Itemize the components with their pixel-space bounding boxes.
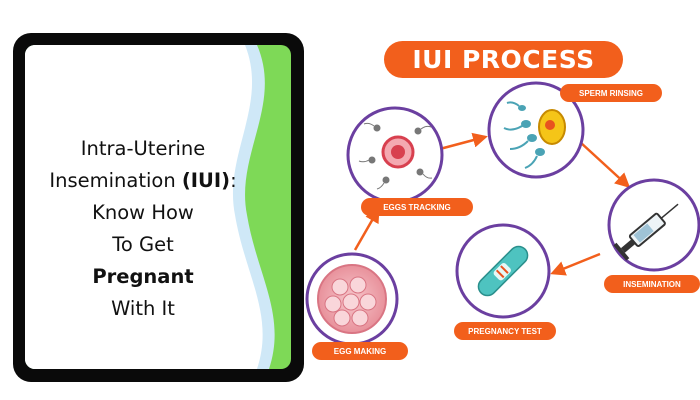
pregnancy-test-icon: [477, 245, 529, 297]
step-insemination: INSEMINATION: [604, 178, 700, 293]
egg-cells-icon: [317, 264, 387, 334]
wave-decoration: [25, 45, 275, 369]
egg-with-sperm-icon: [358, 122, 433, 190]
arrow-tracking-to-rinsing: [435, 132, 488, 152]
step-egg-making: EGG MAKING: [305, 252, 408, 360]
step-pregnancy-test: PREGNANCY TEST: [454, 223, 556, 340]
title-card-panel: Intra-Uterine Insemination (IUI): Know H…: [25, 45, 291, 369]
headline-line-3: Know How: [92, 201, 194, 224]
headline-line-4: To Get: [112, 233, 174, 256]
card-headline: Intra-Uterine Insemination (IUI): Know H…: [25, 133, 261, 325]
step-label-eggs-tracking: EGGS TRACKING: [383, 203, 451, 212]
headline-line-2-text: Insemination: [49, 169, 182, 192]
arrow-insemination-to-test: [550, 252, 601, 276]
headline-line-2: Insemination (IUI):: [25, 165, 261, 197]
diagram-title: IUI PROCESS: [384, 41, 623, 78]
arrow-egg-to-tracking: [353, 207, 380, 251]
step-eggs-tracking: EGGS TRACKING: [346, 106, 473, 216]
headline-iui: (IUI): [181, 169, 231, 192]
headline-line-6: With It: [111, 297, 175, 320]
title-card: Intra-Uterine Insemination (IUI): Know H…: [13, 33, 304, 382]
headline-pregnant: Pregnant: [92, 265, 194, 288]
headline-colon: :: [230, 169, 237, 192]
headline-line-5: Pregnant: [25, 261, 261, 293]
step-label-egg-making: EGG MAKING: [334, 347, 386, 356]
step-label-insemination: INSEMINATION: [623, 280, 681, 289]
sperm-rinsing-icon: [503, 101, 566, 169]
headline-line-1: Intra-Uterine: [80, 137, 206, 160]
step-sperm-rinsing: SPERM RINSING: [487, 81, 662, 179]
step-label-sperm-rinsing: SPERM RINSING: [579, 89, 643, 98]
step-label-pregnancy-test: PREGNANCY TEST: [468, 327, 542, 336]
arrow-rinsing-to-insemination: [579, 141, 631, 189]
syringe-icon: [613, 203, 679, 261]
